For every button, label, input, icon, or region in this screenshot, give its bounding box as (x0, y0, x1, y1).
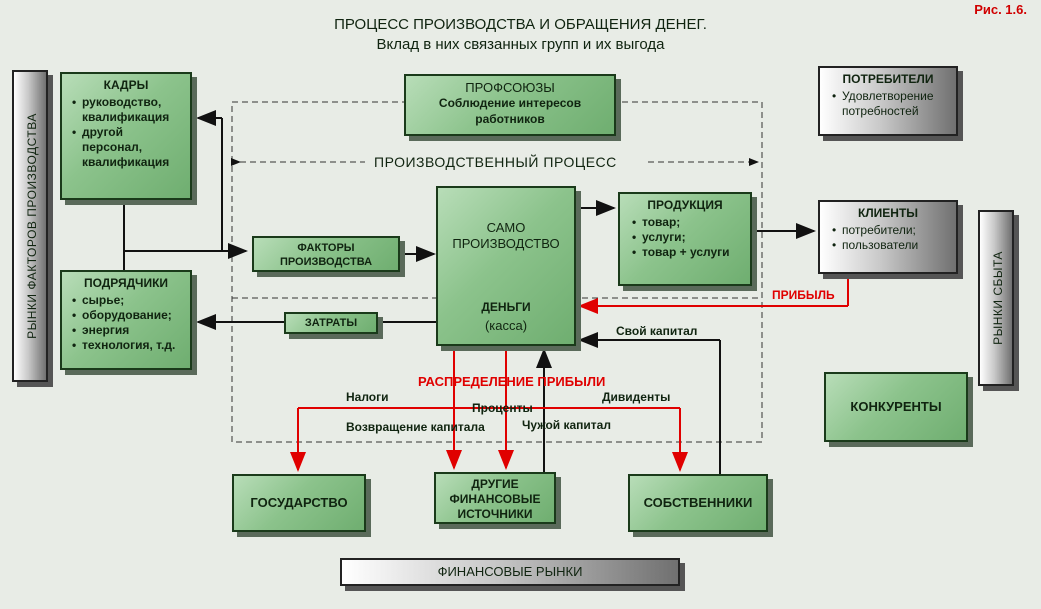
trade-unions-text: Соблюдение интересов работников (438, 96, 582, 126)
taxes-label: Налоги (346, 390, 389, 404)
production-factors-title: ФАКТОРЫ ПРОИЗВОДСТВА (279, 242, 373, 268)
contractors-title: ПОДРЯДЧИКИ (83, 276, 169, 290)
other-financial-sources-box: ДРУГИЕ ФИНАНСОВЫЕ ИСТОЧНИКИ (434, 472, 556, 524)
diagram-subtitle: Вклад в них связанных групп и их выгода (376, 36, 665, 53)
list-item: энергия (72, 323, 184, 338)
consumers-list: Удовлетворение потребностей (828, 89, 948, 119)
list-item: оборудование; (72, 308, 184, 323)
personnel-box: КАДРЫ руководство, квалификация другой п… (60, 72, 192, 200)
sales-markets-sidebar: РЫНКИ СБЫТА (978, 210, 1014, 386)
money-label: ДЕНЬГИ (481, 300, 531, 314)
borrowed-capital-label: Чужой капитал (522, 418, 611, 432)
list-item: другой персонал, квалификация (72, 125, 184, 170)
list-item: Удовлетворение потребностей (832, 89, 948, 119)
financial-markets-title: ФИНАНСОВЫЕ РЫНКИ (437, 564, 583, 579)
products-title: ПРОДУКЦИЯ (647, 198, 723, 212)
state-title: ГОСУДАРСТВО (250, 495, 348, 510)
clients-title: КЛИЕНТЫ (857, 206, 919, 220)
factor-markets-sidebar: РЫНКИ ФАКТОРОВ ПРОИЗВОДСТВА (12, 70, 48, 382)
products-list: товар; услуги; товар + услуги (628, 215, 742, 260)
costs-title: ЗАТРАТЫ (304, 317, 358, 329)
sales-markets-label: РЫНКИ СБЫТА (991, 251, 1005, 345)
consumers-box: ПОТРЕБИТЕЛИ Удовлетворение потребностей (818, 66, 958, 136)
cash-label: (касса) (484, 318, 528, 333)
contractors-list: сырье; оборудование; энергия технология,… (68, 293, 184, 353)
other-financial-sources-title: ДРУГИЕ ФИНАНСОВЫЕ ИСТОЧНИКИ (449, 477, 541, 521)
costs-box: ЗАТРАТЫ (284, 312, 378, 334)
profit-distribution-label: РАСПРЕДЕЛЕНИЕ ПРИБЫЛИ (418, 374, 606, 389)
production-process-label: ПРОИЗВОДСТВЕННЫЙ ПРОЦЕСС (374, 154, 617, 170)
profit-label: ПРИБЫЛЬ (772, 288, 835, 302)
list-item: товар + услуги (632, 245, 742, 260)
list-item: услуги; (632, 230, 742, 245)
owners-title: СОБСТВЕННИКИ (643, 495, 753, 510)
production-title: САМО ПРОИЗВОДСТВО (452, 220, 560, 251)
dividends-label: Дивиденты (602, 390, 671, 404)
own-capital-label: Свой капитал (616, 324, 698, 338)
list-item: пользователи (832, 238, 948, 253)
list-item: сырье; (72, 293, 184, 308)
clients-box: КЛИЕНТЫ потребители; пользователи (818, 200, 958, 274)
personnel-list: руководство, квалификация другой персона… (68, 95, 184, 170)
financial-markets-bar: ФИНАНСОВЫЕ РЫНКИ (340, 558, 680, 586)
consumers-title: ПОТРЕБИТЕЛИ (842, 72, 934, 86)
products-box: ПРОДУКЦИЯ товар; услуги; товар + услуги (618, 192, 752, 286)
list-item: руководство, квалификация (72, 95, 184, 125)
production-factors-box: ФАКТОРЫ ПРОИЗВОДСТВА (252, 236, 400, 272)
competitors-box: КОНКУРЕНТЫ (824, 372, 968, 442)
state-box: ГОСУДАРСТВО (232, 474, 366, 532)
interest-label: Проценты (472, 401, 533, 415)
contractors-box: ПОДРЯДЧИКИ сырье; оборудование; энергия … (60, 270, 192, 370)
figure-number: Рис. 1.6. (974, 2, 1027, 17)
list-item: потребители; (832, 223, 948, 238)
list-item: товар; (632, 215, 742, 230)
production-box: САМО ПРОИЗВОДСТВО ДЕНЬГИ (касса) (436, 186, 576, 346)
trade-unions-box: ПРОФСОЮЗЫ Соблюдение интересов работнико… (404, 74, 616, 136)
trade-unions-title: ПРОФСОЮЗЫ (465, 80, 555, 95)
diagram-title: ПРОЦЕСС ПРОИЗВОДСТВА И ОБРАЩЕНИЯ ДЕНЕГ. (334, 16, 707, 33)
owners-box: СОБСТВЕННИКИ (628, 474, 768, 532)
competitors-title: КОНКУРЕНТЫ (850, 399, 942, 414)
factor-markets-label: РЫНКИ ФАКТОРОВ ПРОИЗВОДСТВА (25, 113, 39, 339)
clients-list: потребители; пользователи (828, 223, 948, 253)
list-item: технология, т.д. (72, 338, 184, 353)
capital-return-label: Возвращение капитала (346, 420, 485, 434)
personnel-title: КАДРЫ (103, 78, 149, 92)
